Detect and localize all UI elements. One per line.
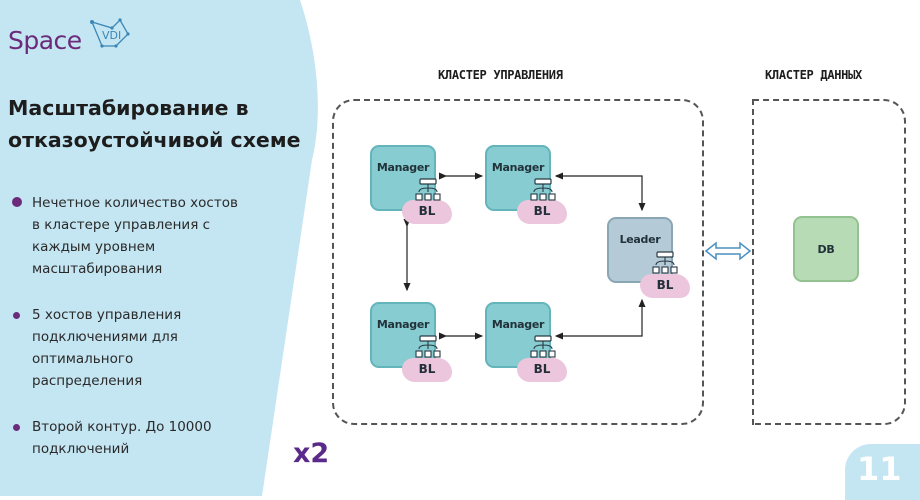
management-cluster-label: КЛАСТЕР УПРАВЛЕНИЯ [438,68,563,82]
manager-node: Manager [370,145,436,211]
bullet-dot-icon [12,197,22,207]
bullet-item: 5 хостов управления подключениями для оп… [10,304,181,392]
load-balancer-icon [530,178,556,201]
left-panel [0,0,340,496]
slide-title: Масштабирование в отказоустойчивой схеме [8,92,308,156]
bl-badge: BL [402,358,452,382]
logo-brand-text: Space [8,26,82,55]
node-label: Manager [376,161,430,174]
load-balancer-icon [652,251,678,274]
bullet-line: в кластере управления с [32,217,211,233]
logo-network-icon [90,18,130,48]
data-cluster-label: КЛАСТЕР ДАННЫХ [765,68,862,82]
bl-label: BL [418,204,436,218]
bullet-line: Второй контур. До 10000 [32,419,212,435]
bullet-line: подключений [32,441,130,457]
link-top-to-leader [556,175,646,212]
bl-badge: BL [517,200,567,224]
node-label: Manager [491,161,545,174]
slide-title-line: отказоустойчивой схеме [8,128,301,152]
bullet-line: Нечетное количество хостов [32,195,238,211]
bullet-line: каждым уровнем [32,239,156,255]
load-balancer-icon [415,335,441,358]
bl-label: BL [533,204,551,218]
load-balancer-icon [415,178,441,201]
bullet-dot-icon [13,312,20,319]
node-label: Manager [376,318,430,331]
panel-background [0,0,318,496]
link-bottom-to-leader [558,298,646,337]
bl-badge: BL [517,358,567,382]
load-balancer-icon [530,335,556,358]
db-node: DB [793,216,859,282]
bl-label: BL [418,362,436,376]
multiplier-label: x2 [293,438,330,469]
bullet-line: 5 хостов управления [32,307,182,323]
node-label: DB [817,243,835,256]
bl-label: BL [533,362,551,376]
management-cluster-box [332,99,704,425]
bullet-line: оптимального [32,351,134,367]
bl-badge: BL [402,200,452,224]
node-label: Leader [619,233,661,246]
bullet-line: масштабирования [32,261,163,277]
bl-label: BL [656,278,674,292]
logo-sub-text: VDI [102,29,122,42]
node-label: Manager [491,318,545,331]
bullet-item: Второй контур. До 10000 подключений [10,416,212,460]
bullet-line: распределения [32,373,143,389]
data-cluster-box [752,99,906,425]
bullet-dot-icon [13,424,20,431]
page-number: 11 [857,450,902,488]
bullet-item: Нечетное количество хостов в кластере уп… [10,192,238,280]
bl-badge: BL [640,274,690,298]
bullet-line: подключениями для [32,329,178,345]
slide-title-line: Масштабирование в [8,96,249,120]
page-number-badge: 11 [845,444,920,500]
double-arrow-icon [704,241,752,261]
